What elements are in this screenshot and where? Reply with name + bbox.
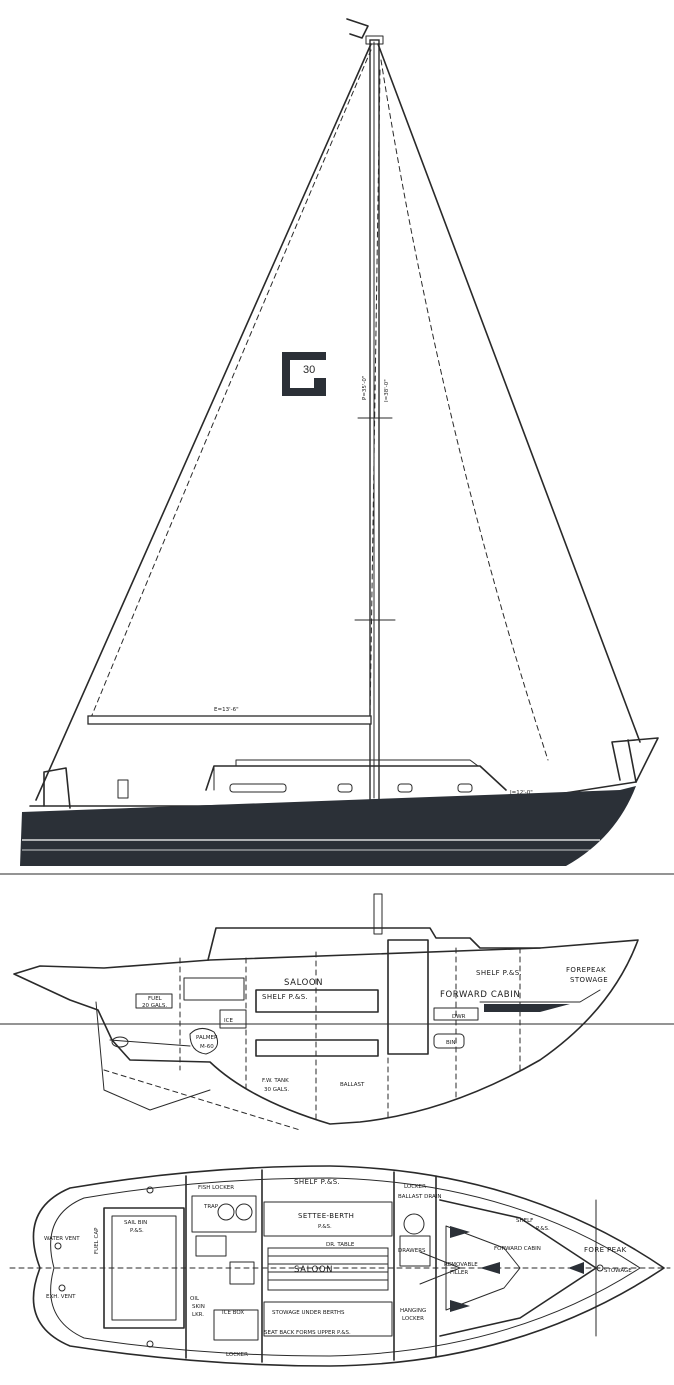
plan-forward-cabin: FORWARD CABIN xyxy=(494,1246,541,1252)
plan-ballast-drain: BALLAST DRAIN xyxy=(398,1194,441,1200)
profile-engine: PALMER xyxy=(196,1035,218,1041)
jib-leech xyxy=(380,59,549,761)
plan-seat-back: SEAT BACK FORMS UPPER P.&S. xyxy=(264,1330,351,1336)
plan-sail-bin-ps: P.&S. xyxy=(130,1228,144,1234)
plan-shelf: SHELF P.&S. xyxy=(294,1178,340,1186)
profile-ice: ICE xyxy=(224,1018,233,1024)
plan-shelf-fwd-ps: P.&S. xyxy=(536,1226,550,1232)
plan-drawer: DRAWERS xyxy=(398,1248,426,1254)
plan-dr-table: DR. TABLE xyxy=(326,1242,355,1248)
plan-shelf-fwd: SHELF xyxy=(516,1218,533,1224)
logo-number: 30 xyxy=(303,364,315,376)
plan-oil-skin-1: OIL xyxy=(190,1296,200,1302)
plan-stowage: STOWAGE xyxy=(604,1268,632,1274)
plan-fish-locker: FISH LOCKER xyxy=(198,1185,234,1191)
backstay xyxy=(35,43,372,801)
plan-fore-peak: FORE PEAK xyxy=(584,1246,627,1254)
profile-saloon: SALOON xyxy=(284,978,323,988)
bow-pulpit xyxy=(611,737,659,783)
profile-shelf-saloon: SHELF P.&S. xyxy=(262,993,308,1001)
profile-ballast: BALLAST xyxy=(340,1082,365,1088)
masthead-flag xyxy=(346,18,369,39)
profile-bin: BIN xyxy=(446,1040,456,1046)
hull xyxy=(20,786,636,866)
profile-fuel: FUEL xyxy=(148,996,163,1002)
profile-hull xyxy=(13,939,639,1125)
plan-settee-berth: SETTEE-BERTH xyxy=(298,1212,354,1220)
dim-j: J=12'-0" xyxy=(509,790,533,796)
forestay xyxy=(377,43,641,743)
plan-exh-vent: EXH. VENT xyxy=(46,1294,76,1300)
plan-settee-ps: P.&S. xyxy=(318,1224,332,1230)
cabin-trunk xyxy=(205,765,507,791)
plan-trap: TRAP xyxy=(203,1204,219,1210)
plan-locker-bottom: LOCKER xyxy=(226,1352,248,1358)
plan-hanging-2: LOCKER xyxy=(402,1316,424,1322)
plan-ice-box: ICE BOX xyxy=(222,1310,244,1316)
sail-logo xyxy=(282,352,326,396)
plan-hull-outline xyxy=(32,1165,665,1367)
profile-forepeak: FOREPEAK xyxy=(566,966,606,974)
plan-water-vent: WATER VENT xyxy=(44,1236,80,1242)
boom xyxy=(87,715,372,725)
profile-engine-model: M-60 xyxy=(200,1044,214,1050)
plan-oil-skin-3: LKR. xyxy=(192,1312,204,1318)
profile-stowage: STOWAGE xyxy=(570,976,608,984)
saloon-table xyxy=(267,1247,389,1291)
inboard-profile: SALOON SHELF P.&S. SHELF P.&S. FORWARD C… xyxy=(0,893,674,1131)
profile-fw-tank: F.W. TANK xyxy=(262,1078,289,1084)
plan-sail-bin: SAIL BIN xyxy=(124,1220,147,1226)
mainsail-leech xyxy=(89,49,372,721)
dim-p: P=35'-0" xyxy=(362,376,368,400)
plan-oil-skin-2: SKIN xyxy=(192,1304,205,1310)
dim-i: I=38'-0" xyxy=(384,379,390,402)
plan-locker-fwd: LOCKER xyxy=(404,1184,426,1190)
profile-dwr: DWR xyxy=(452,1014,466,1020)
plan-removable: REMOVABLE xyxy=(444,1262,478,1268)
plan-fuel-cap: FUEL CAP xyxy=(94,1227,100,1254)
profile-fw-capacity: 30 GALS. xyxy=(264,1087,289,1093)
accommodation-plan: FISH LOCKER SHELF P.&S. LOCKER BALLAST D… xyxy=(9,1165,671,1367)
profile-forward-cabin: FORWARD CABIN xyxy=(440,990,520,1000)
plan-hanging: HANGING xyxy=(400,1308,426,1314)
plan-stowage-under: STOWAGE UNDER BERTHS xyxy=(272,1310,345,1316)
stern-pulpit xyxy=(43,767,71,809)
plan-saloon: SALOON xyxy=(294,1265,333,1275)
profile-fuel-capacity: 20 GALS. xyxy=(142,1003,167,1009)
sail-plan: 30 P=35'-0" I=38'-0" E=13'-6" J=12'-0" xyxy=(0,18,674,875)
plan-filler: FILLER xyxy=(450,1270,468,1276)
dim-e: E=13'-6" xyxy=(214,707,239,713)
profile-shelf-forward: SHELF P.&S. xyxy=(476,969,522,977)
